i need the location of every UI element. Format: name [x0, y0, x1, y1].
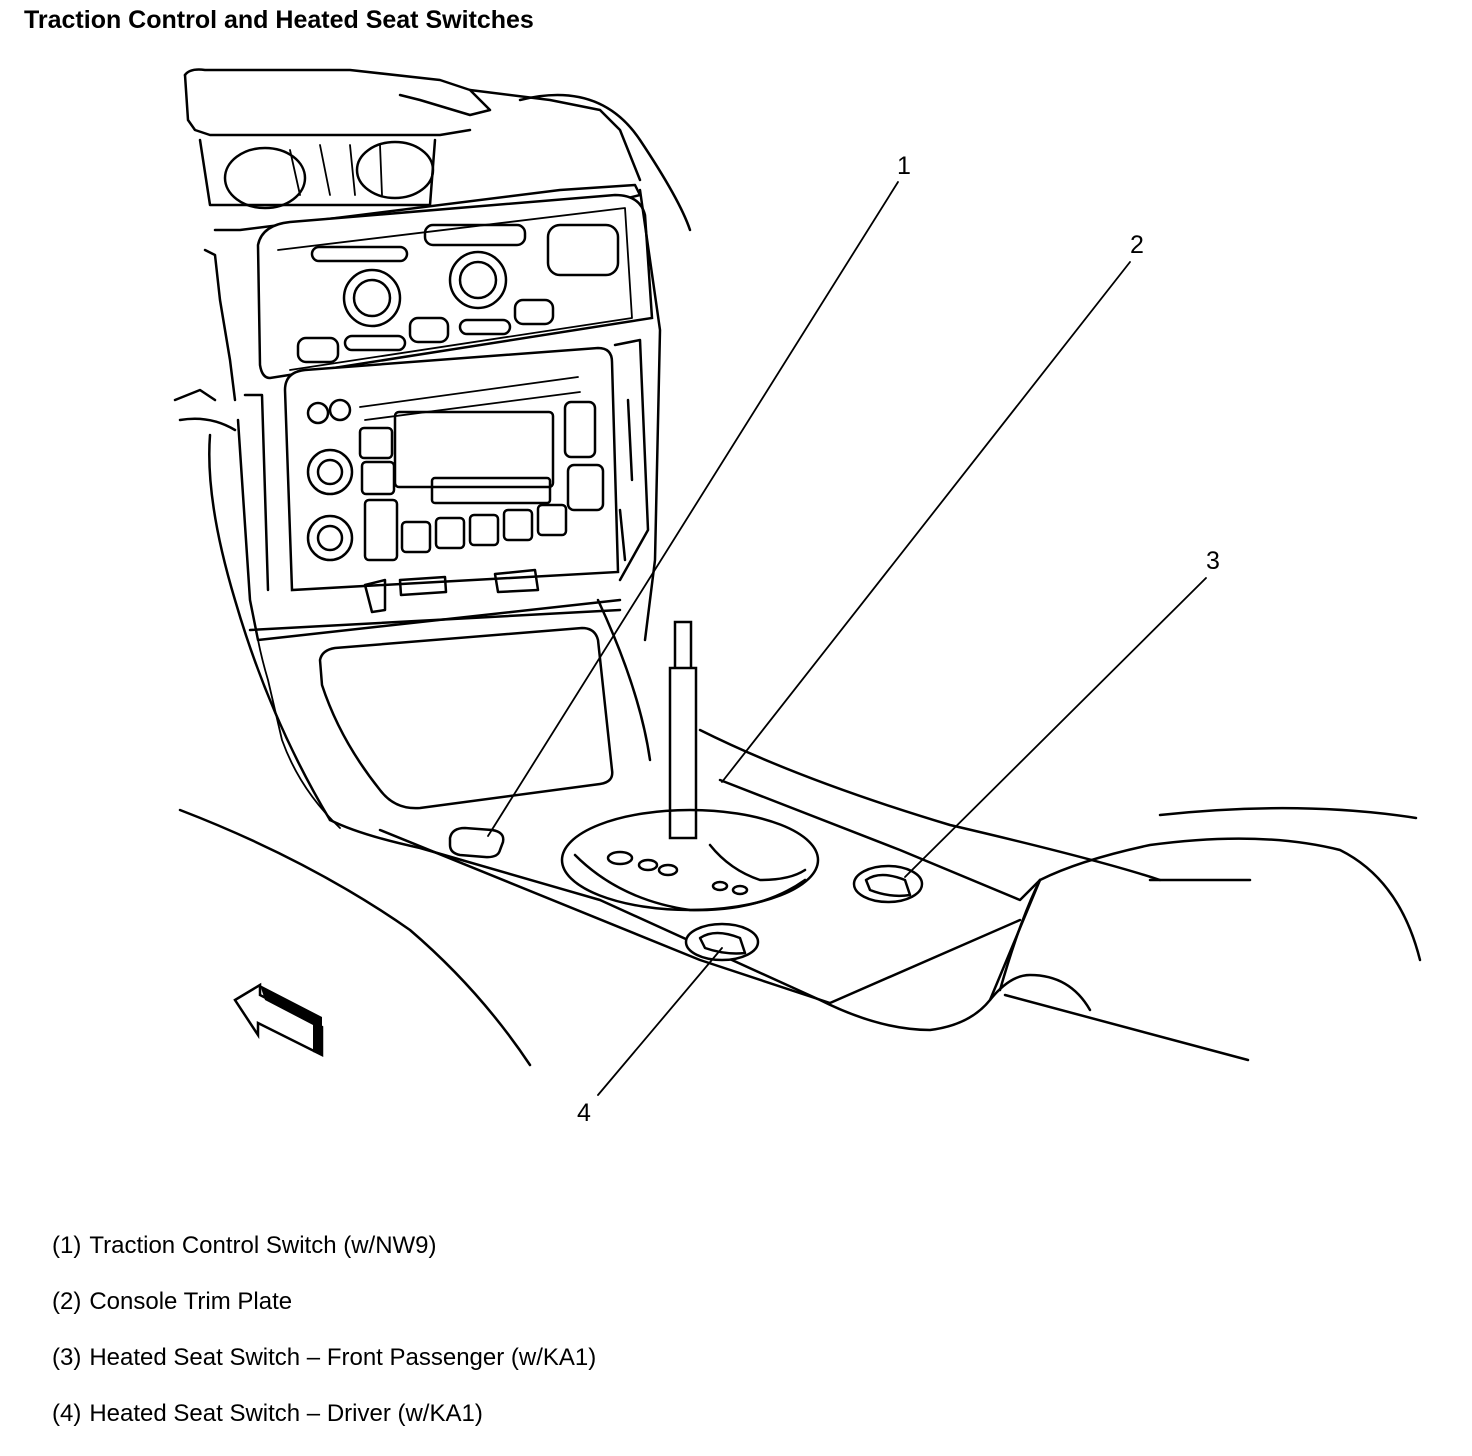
legend-text: Heated Seat Switch – Front Passenger (w/…: [89, 1344, 597, 1371]
legend-list: (1) Traction Control Switch (w/NW9) (2) Co…: [52, 1232, 596, 1456]
callout-1: 1: [897, 152, 911, 180]
shift-lever: [560, 620, 820, 912]
diagram-title: Traction Control and Heated Seat Switche…: [24, 6, 534, 34]
legend-item: (1) Traction Control Switch (w/NW9): [52, 1232, 596, 1288]
leader-line-4: [597, 947, 723, 1096]
legend-item: (4) Heated Seat Switch – Driver (w/KA1): [52, 1400, 596, 1456]
legend-number: (2): [52, 1288, 82, 1315]
legend-number: (3): [52, 1344, 82, 1371]
right-panel-curve: [1158, 806, 1418, 820]
legend-text: Heated Seat Switch – Driver (w/KA1): [89, 1400, 483, 1427]
storage-pocket: [257, 598, 652, 829]
left-panel-curve: [178, 808, 532, 1067]
heated-seat-switch-driver: [684, 922, 760, 962]
front-direction-arrow: [233, 982, 324, 1058]
leader-line-1: [487, 181, 899, 837]
radio-panel: [283, 346, 620, 614]
leader-line-2: [721, 261, 1131, 783]
leader-line-3: [904, 577, 1207, 878]
legend-item: (3) Heated Seat Switch – Front Passenger …: [52, 1344, 596, 1400]
console-trim-plate: [328, 728, 1162, 1032]
upper-vent-assembly: [183, 68, 692, 232]
heated-seat-switch-passenger: [852, 864, 924, 904]
legend-number: (1): [52, 1232, 82, 1259]
console-side-structure: [173, 188, 662, 822]
traction-control-switch: [448, 826, 505, 859]
hvac-control-panel: [256, 193, 654, 380]
legend-text: Console Trim Plate: [89, 1288, 293, 1315]
legend-text: Traction Control Switch (w/NW9): [89, 1232, 437, 1259]
legend-number: (4): [52, 1400, 82, 1427]
legend-item: (2) Console Trim Plate: [52, 1288, 596, 1344]
callout-2: 2: [1130, 231, 1144, 259]
armrest-outline: [988, 837, 1422, 1062]
callout-4: 4: [577, 1099, 591, 1127]
callout-3: 3: [1206, 547, 1220, 575]
